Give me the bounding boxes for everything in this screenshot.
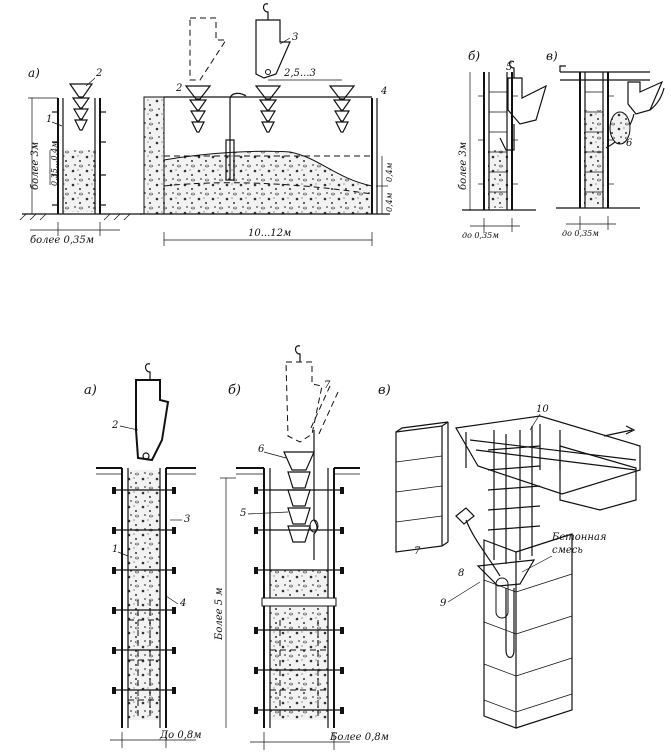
width-label-b: до 0,35м	[462, 231, 499, 240]
funnel-trunk-b	[283, 451, 315, 543]
bucket-solid	[255, 3, 291, 79]
bucket-b-dashed	[285, 361, 323, 443]
top-panel-b: б) 5 более 3м до 0,35м	[458, 49, 547, 240]
panel-b-top-label: б)	[468, 49, 480, 63]
bucket-dashed	[189, 17, 227, 81]
step-label: 2,5...3	[283, 68, 316, 79]
mix-label-2: смесь	[552, 545, 583, 556]
callout-7-b: 7	[324, 380, 331, 391]
height-label-b: более 3м	[458, 142, 469, 190]
callout-1-top: 1	[46, 114, 52, 125]
bottom-panel-b-label: б)	[228, 383, 241, 398]
callout-3-top: 3	[292, 32, 298, 43]
callout-2-bottom: 2	[111, 420, 118, 431]
callout-1-bottom: 1	[112, 544, 118, 555]
rebar-cage	[487, 426, 541, 564]
top-panel-a: а) 2 1 более 3м 0,35...	[19, 66, 142, 246]
callout-10: 10	[536, 404, 549, 415]
column-a-concrete	[128, 470, 160, 720]
width-label-bottom-a: До 0,8м	[159, 730, 202, 741]
panel-a-label: а)	[28, 66, 40, 80]
panel-v-top-label: в)	[546, 49, 558, 63]
height-label-bottom-b: Более 5 м	[214, 587, 225, 641]
layer-label-a: 0,35...0,4м	[50, 141, 59, 186]
top-panel-v: в) 6 до 0,35м	[546, 49, 665, 238]
callout-3-bottom: 3	[184, 514, 190, 525]
top-panel-slab: 4 2 3	[140, 3, 394, 246]
bottom-panel-a-label: а)	[84, 383, 97, 398]
bottom-panel-b: б) 7 6 5	[214, 345, 389, 750]
mix-label-1: Бетонная	[551, 532, 607, 543]
bottom-panel-a: а) 2 3	[84, 363, 202, 748]
funnel-trunk	[68, 83, 94, 131]
callout-2-left: 2	[95, 68, 102, 79]
layer-b-label: 0,4м	[385, 192, 394, 212]
hopper-9	[476, 559, 536, 587]
callout-4-top: 4	[380, 86, 387, 97]
bottom-panel-v: в) 7	[378, 383, 641, 729]
layer-a-label: 0,4м	[385, 162, 394, 182]
callout-8: 8	[458, 568, 464, 579]
callout-7-v: 7	[414, 546, 421, 557]
callout-6-top: 6	[626, 138, 633, 149]
callout-5-bottom: 5	[240, 508, 246, 519]
span-label: 10...12м	[248, 228, 291, 239]
width-label-bottom-b: Более 0,8м	[329, 732, 389, 743]
bottom-panel-v-label: в)	[378, 383, 391, 398]
vibrator-hose	[229, 92, 247, 180]
width-label-v: до 0,35м	[562, 229, 599, 238]
callout-4-bottom: 4	[179, 598, 186, 609]
callout-2-slab: 2	[175, 83, 182, 94]
callout-9: 9	[440, 598, 447, 609]
height-label-a: более 3м	[30, 142, 41, 190]
callout-5-top: 5	[506, 62, 512, 73]
beam-form	[455, 415, 641, 495]
column-b-concrete	[270, 570, 328, 720]
slab-concrete	[163, 150, 373, 215]
callout-6-bottom: 6	[258, 444, 265, 455]
slab-funnels	[184, 85, 356, 133]
bucket-a	[135, 379, 170, 462]
width-label-a: более 0,35м	[30, 235, 94, 246]
wall-concrete-fill	[62, 150, 96, 212]
